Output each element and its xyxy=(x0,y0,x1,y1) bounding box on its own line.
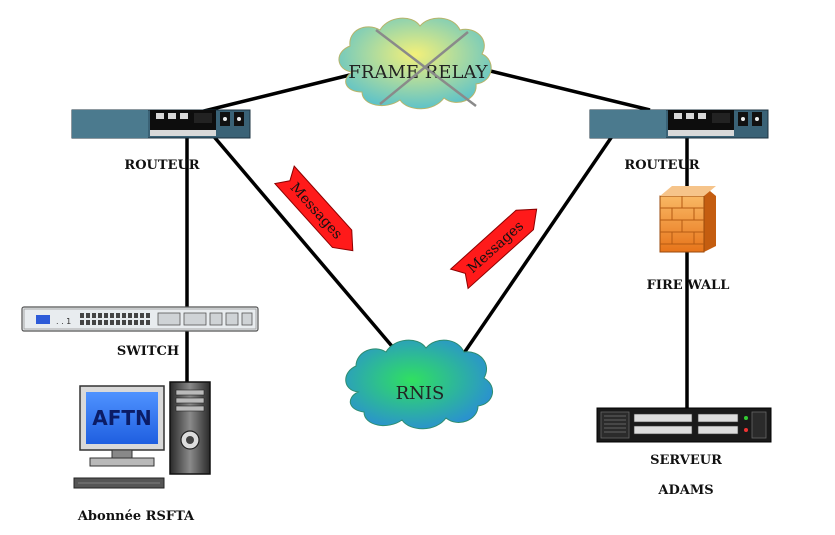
switch-label: SWITCH xyxy=(117,344,179,359)
server-icon xyxy=(596,407,772,443)
link-router-right-rnis xyxy=(460,131,617,357)
messages-arrow-right: Messages xyxy=(449,208,538,290)
cross-line-a xyxy=(375,29,477,107)
messages-arrow-left-shape xyxy=(273,165,354,252)
connection-lines xyxy=(185,64,689,410)
messages-arrow-right-shape xyxy=(449,208,538,290)
router-right-label: ROUTEUR xyxy=(624,158,699,173)
link-router-left-rnis xyxy=(208,130,404,360)
workstation-label: Abonnée RSFTA xyxy=(77,509,195,524)
frame-relay-cloud-shape xyxy=(338,17,492,110)
workstation-icon: AFTN xyxy=(73,381,211,489)
router-left xyxy=(71,109,251,139)
switch-device: . . 1 xyxy=(21,306,259,332)
link-router-right-framerelay xyxy=(469,64,651,112)
firewall-icon xyxy=(659,186,716,253)
server-label-line2: ADAMS xyxy=(657,483,713,498)
rnis-cloud-shape xyxy=(345,339,493,430)
router-left-label: ROUTEUR xyxy=(124,158,199,173)
router-right xyxy=(589,109,769,139)
workstation-screen-text: AFTN xyxy=(92,406,152,430)
frame-relay-cloud: FRAME RELAY xyxy=(338,17,492,110)
messages-arrow-right-label: Messages xyxy=(464,218,527,277)
svg-text:. . 1: . . 1 xyxy=(56,317,71,326)
server-label-line1: SERVEUR xyxy=(650,453,722,468)
rnis-cloud: RNIS xyxy=(345,339,493,430)
firewall-label: FIRE WALL xyxy=(647,278,730,293)
messages-arrow-left: Messages xyxy=(273,165,354,252)
link-router-left-framerelay xyxy=(199,70,363,114)
cross-line-b xyxy=(379,31,469,105)
rnis-label: RNIS xyxy=(396,383,445,404)
